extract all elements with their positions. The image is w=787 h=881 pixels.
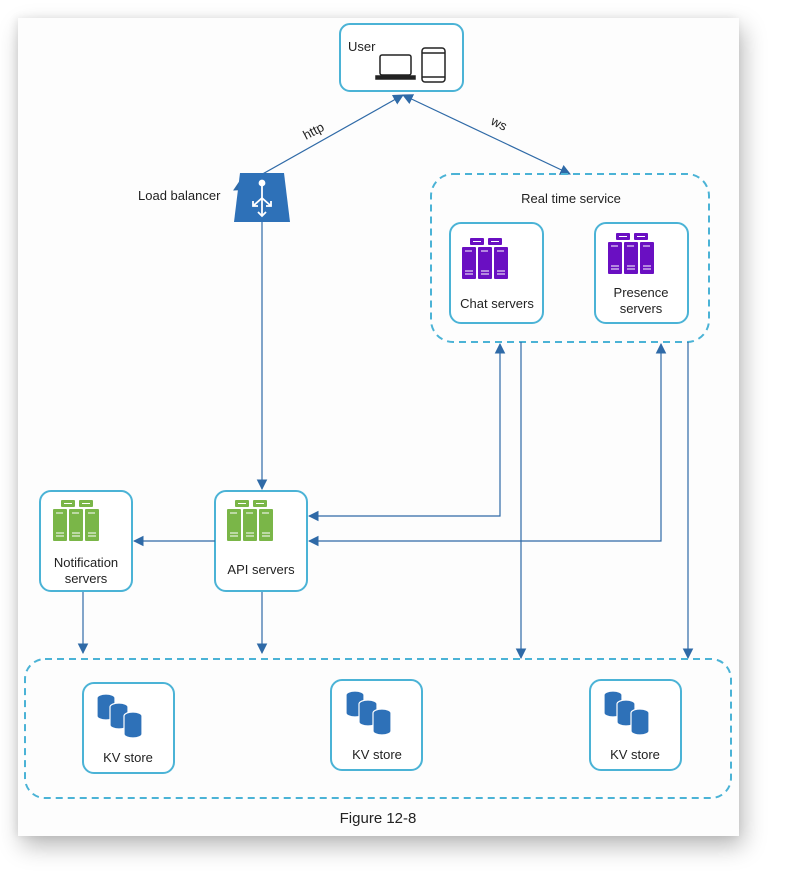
chat-servers-node: Chat servers <box>449 222 544 324</box>
real-time-service-group: Real time service Chat servers Presence … <box>430 173 710 343</box>
notification-servers-node: Notification servers <box>39 490 133 592</box>
notification-servers-label-2: servers <box>65 571 108 586</box>
kv-store-node: KV store <box>330 679 423 771</box>
api-servers-label: API servers <box>227 562 295 577</box>
presence-servers-label-1: Presence <box>614 285 669 300</box>
user-node: User <box>339 23 464 92</box>
load-balancer-label: Load balancer <box>138 188 221 203</box>
edge-label-http: http <box>300 119 326 142</box>
notification-servers-label-1: Notification <box>54 555 118 570</box>
kv-store-label: KV store <box>610 747 660 762</box>
kv-store-node: KV store <box>589 679 682 771</box>
load-balancer-node: Load balancer <box>138 173 290 222</box>
chat-servers-label: Chat servers <box>460 296 534 311</box>
kv-store-group: KV store KV store KV store <box>24 658 732 799</box>
api-servers-node: API servers <box>214 490 308 592</box>
laptop-icon <box>375 54 416 80</box>
kv-store-label: KV store <box>352 747 402 762</box>
kv-store-label: KV store <box>103 750 153 765</box>
edge-label-ws: ws <box>488 113 510 134</box>
real-time-service-label: Real time service <box>521 191 621 206</box>
edge-chat-api <box>307 342 506 522</box>
presence-servers-node: Presence servers <box>594 222 689 324</box>
real-time-service-border <box>430 173 710 343</box>
edge-presence-api <box>307 342 667 547</box>
user-label: User <box>348 39 376 54</box>
kv-store-group-border <box>24 658 732 799</box>
figure-caption: Figure 12-8 <box>340 810 417 827</box>
user-box <box>339 23 464 92</box>
edge-user-realtime <box>402 94 571 175</box>
presence-servers-label-2: servers <box>620 301 663 316</box>
smartphone-icon <box>421 47 446 83</box>
kv-store-node: KV store <box>82 682 175 774</box>
